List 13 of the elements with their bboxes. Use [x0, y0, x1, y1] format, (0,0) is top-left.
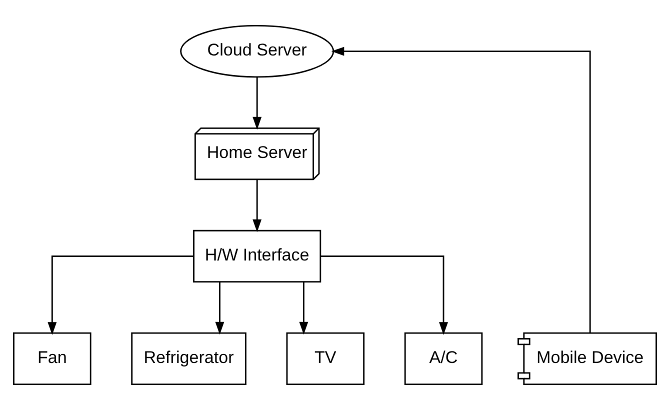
node-box: Refrigerator: [131, 332, 246, 385]
node-box: TV: [286, 332, 365, 385]
arrow: [252, 76, 262, 130]
node-box: A/C: [404, 332, 483, 385]
node-ellipse: Cloud Server: [180, 24, 334, 78]
arrow: [215, 282, 224, 334]
node-box: H/W Interface: [193, 229, 322, 282]
arrow: [48, 255, 194, 334]
arrow: [320, 255, 448, 334]
arrow: [252, 179, 262, 232]
node-box: Fan: [13, 332, 92, 385]
arrow: [299, 282, 308, 334]
arrow: [331, 46, 591, 333]
